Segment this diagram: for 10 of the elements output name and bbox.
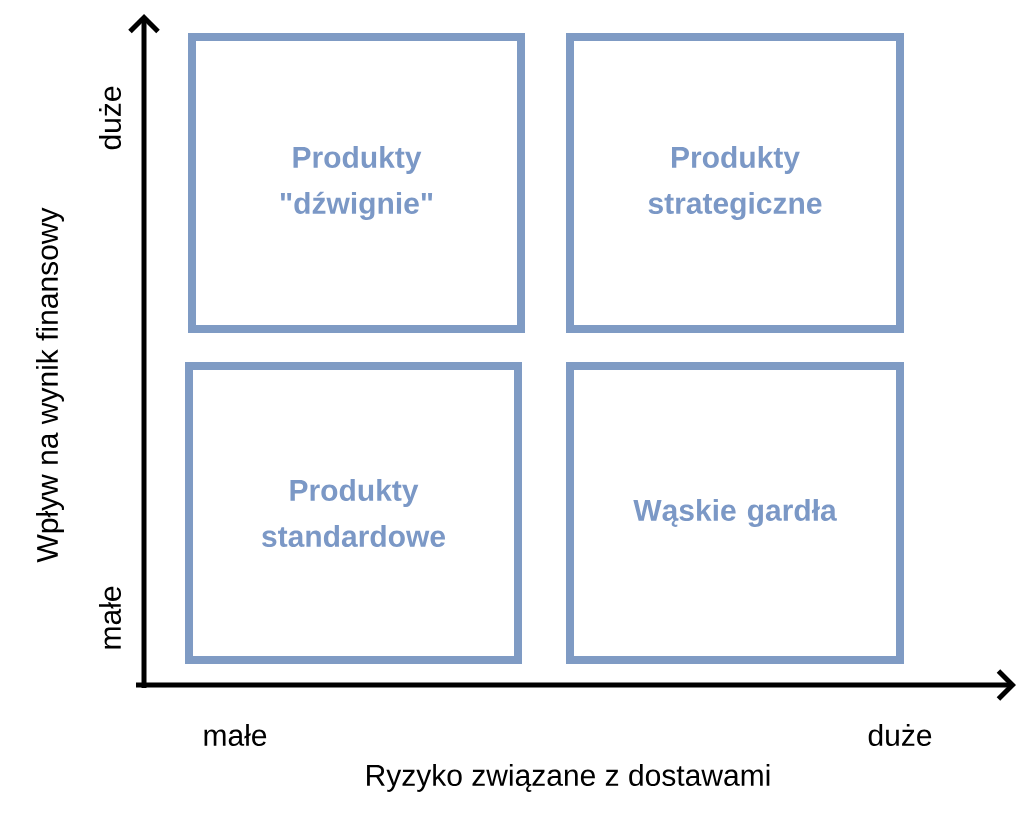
axis-end-label: małe xyxy=(204,723,267,746)
axis-title: Wpływ na wynik finansowy xyxy=(36,207,64,563)
quadrant-box: Produkty standardowe xyxy=(185,362,522,664)
axis-title: Ryzyko związane z dostawami xyxy=(367,764,770,792)
axis-end-label: duże xyxy=(868,723,932,746)
quadrant-box: Wąskie gardła xyxy=(566,362,904,664)
axis-end-label: duże xyxy=(99,86,122,150)
quadrant-box: Produkty "dźwignie" xyxy=(188,33,525,333)
quadrant-box: Produkty strategiczne xyxy=(566,33,904,333)
axis-end-label: małe xyxy=(99,586,122,649)
